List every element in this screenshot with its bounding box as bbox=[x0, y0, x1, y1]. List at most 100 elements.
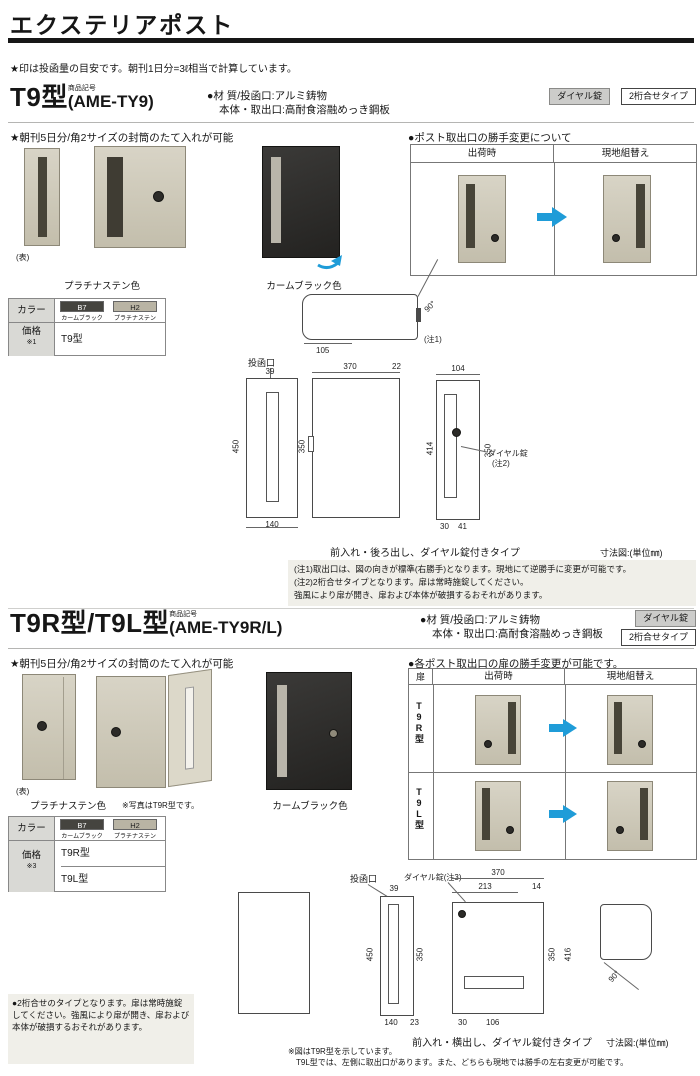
rotate-arrow-icon bbox=[317, 255, 342, 270]
t9-dim-414: 414 bbox=[425, 441, 435, 456]
t9rl-dim-450: 450 bbox=[365, 947, 375, 962]
t9-black-label: カームブラック色 bbox=[266, 281, 342, 292]
t9rl-front-dial bbox=[37, 721, 47, 731]
t9rl-color-table: カラー B7 カームブラック H2 プラチナステン 価格 ※3 T9R型 T9L… bbox=[8, 816, 166, 892]
t9rl-front-mark: (表) bbox=[16, 787, 30, 796]
title-rule bbox=[8, 38, 694, 43]
t9rl-rightview-slot bbox=[464, 976, 524, 989]
t9rl-slot-callout: 投函口 bbox=[350, 874, 378, 884]
t9rl-note-1: ※図はT9R型を示しています。 bbox=[288, 1047, 397, 1056]
t9rl-code-block: 商品記号 (AME-TY9R/L) bbox=[169, 611, 282, 636]
t9-swap-onsite-photo bbox=[603, 175, 651, 263]
t9-note-1: (注1)取出口は、図の向きが標準(右勝手)となります。現地にて逆勝手に変更が可能… bbox=[294, 564, 632, 574]
t9rl-two-digit-badge: 2桁合せタイプ bbox=[620, 629, 696, 646]
t9-dim-30: 30 bbox=[440, 522, 449, 531]
b7-color-chip: B7 カームブラック bbox=[60, 819, 104, 840]
t9-notes-bg bbox=[288, 560, 696, 606]
t9rl-swap-row-divider bbox=[409, 772, 696, 773]
t9rl-open-photo-body bbox=[96, 676, 166, 788]
t9-frontview-slot bbox=[266, 392, 279, 502]
t9-material-line1: ●材 質/投函口:アルミ鋳物 bbox=[207, 90, 327, 102]
page-title: エクステリアポスト bbox=[10, 12, 235, 38]
t9-dim-104: 104 bbox=[451, 364, 465, 373]
h2-color-chip: H2 プラチナステン bbox=[113, 819, 157, 840]
t9-price-model-cell: T9型 bbox=[61, 334, 83, 345]
t9rl-code-label: 商品記号 bbox=[169, 611, 198, 618]
t9r-ship-photo bbox=[475, 695, 521, 765]
t9r-ship-slot bbox=[508, 702, 516, 754]
t9rl-frontview-slot bbox=[388, 904, 399, 1004]
t9rl-black-label: カームブラック色 bbox=[272, 801, 348, 812]
t9rl-title: T9R型/T9L型 商品記号 (AME-TY9R/L) bbox=[10, 610, 282, 636]
t9rl-feature-note: ★朝刊5日分/角2サイズの封筒のたて入れが可能 bbox=[10, 658, 234, 670]
t9-note-3: 強風により扉が開き、扉および本体が破損するおそれがあります。 bbox=[294, 590, 548, 600]
t9-note1-ref: (注1) bbox=[424, 335, 442, 344]
swap-arrow-icon bbox=[549, 719, 577, 737]
b7-color-chip: B7 カームブラック bbox=[60, 301, 104, 322]
t9-front-mark: (表) bbox=[16, 253, 30, 262]
t9rl-dim-416: 416 bbox=[563, 947, 573, 962]
t9-swap-head-onsite: 現地組替え bbox=[554, 145, 697, 163]
t9rl-dial-lock-badge: ダイヤル錠 bbox=[635, 610, 696, 627]
t9-slot-leader-line bbox=[270, 368, 271, 386]
swap-arrow-icon bbox=[537, 207, 567, 227]
t9r-row-label: T9R型 bbox=[414, 701, 424, 744]
t9rl-model-name: T9R型/T9L型 bbox=[10, 608, 170, 638]
t9rl-material-line2: 本体・取出口:高耐食溶融めっき鋼板 bbox=[432, 628, 603, 640]
section-divider bbox=[8, 608, 694, 609]
h2-code: H2 bbox=[113, 819, 157, 830]
t9rl-dim-39: 39 bbox=[389, 884, 399, 893]
t9-dim-370-line bbox=[312, 372, 400, 373]
t9-dim-105: 105 bbox=[316, 346, 330, 355]
t9rl-dim-23: 23 bbox=[410, 1018, 419, 1027]
t9l-row-label: T9L型 bbox=[414, 787, 424, 830]
t9-code-block: 商品記号 (AME-TY9) bbox=[68, 85, 154, 110]
t9-code-label: 商品記号 bbox=[67, 85, 96, 92]
b7-code: B7 bbox=[60, 301, 104, 312]
t9-backview-dial-knob bbox=[452, 428, 461, 437]
t9rl-black-photo-dial bbox=[329, 729, 338, 738]
t9-dim-140: 140 bbox=[265, 520, 279, 529]
t9rl-open-photo-door bbox=[168, 668, 212, 788]
t9l-ship-photo bbox=[475, 781, 521, 851]
t9rl-swap-title: ●各ポスト取出口の扉の勝手変更が可能です。 bbox=[408, 658, 624, 670]
t9rl-note-2: T9L型では、左側に取出口があります。また、どちらも現地では勝手の左右変更が可能… bbox=[296, 1058, 629, 1067]
t9rl-dim-370-line bbox=[452, 878, 544, 879]
h2-name: プラチナステン bbox=[113, 316, 156, 322]
t9rl-open-photo-dial bbox=[111, 727, 121, 737]
t9rl-dim-370: 370 bbox=[491, 868, 505, 877]
t9rl-dim-213-line bbox=[452, 892, 518, 893]
t9-dim-104-line bbox=[436, 374, 480, 375]
t9rl-header-divider bbox=[8, 648, 694, 649]
t9rl-swap-box: 扉 出荷時 現地組替え T9R型 T9L型 bbox=[408, 668, 697, 860]
t9-sideview-latch bbox=[308, 436, 314, 452]
t9rl-dim-350-front: 350 bbox=[415, 947, 425, 962]
intake-note: ★印は投函量の目安です。朝刊1日分=3ℓ相当で計算しています。 bbox=[10, 64, 297, 75]
t9l-ship-dial bbox=[506, 826, 514, 834]
t9rl-dim-106: 106 bbox=[486, 1018, 500, 1027]
t9-backview-slot bbox=[444, 394, 457, 498]
t9-dim-39: 39 bbox=[265, 367, 275, 376]
t9rl-platinum-label: プラチナステン色 bbox=[30, 801, 107, 812]
t9-dial-callout: ダイヤル錠 bbox=[488, 449, 528, 458]
t9-note2-ref: (注2) bbox=[492, 459, 510, 468]
t9r-onsite-slot bbox=[614, 702, 622, 754]
t9-dim-90: 90° bbox=[422, 299, 438, 314]
h2-color-chip: H2 プラチナステン bbox=[113, 301, 157, 322]
t9rl-dial-callout: ダイヤル錠(注3) bbox=[404, 873, 462, 882]
t9-dim-350-front: 350 bbox=[297, 439, 307, 454]
t9rl-photo-note: ※写真はT9R型です。 bbox=[122, 801, 200, 810]
t9rl-topview-outline bbox=[600, 904, 652, 960]
t9rl-dim-90: 90° bbox=[606, 968, 622, 985]
t9-header-divider bbox=[8, 122, 694, 123]
t9-swap-onsite-slot bbox=[636, 184, 645, 248]
t9rl-rightview-dial-knob bbox=[458, 910, 466, 918]
t9rl-caution-note: ●2桁合せのタイプとなります。扉は常時施錠してください。強風により扉が開き、扉お… bbox=[12, 998, 190, 1032]
t9r-onsite-photo bbox=[607, 695, 653, 765]
t9l-ship-slot bbox=[482, 788, 490, 840]
t9-front-photo-slot bbox=[38, 157, 47, 237]
t9-feature-note: ★朝刊5日分/角2サイズの封筒のたて入れが可能 bbox=[10, 132, 234, 144]
t9-swap-onsite-dial bbox=[612, 234, 620, 242]
b7-name: カームブラック bbox=[61, 834, 103, 840]
t9-note-2: (注2)2桁合せタイプとなります。扉は常時施錠してください。 bbox=[294, 577, 529, 587]
